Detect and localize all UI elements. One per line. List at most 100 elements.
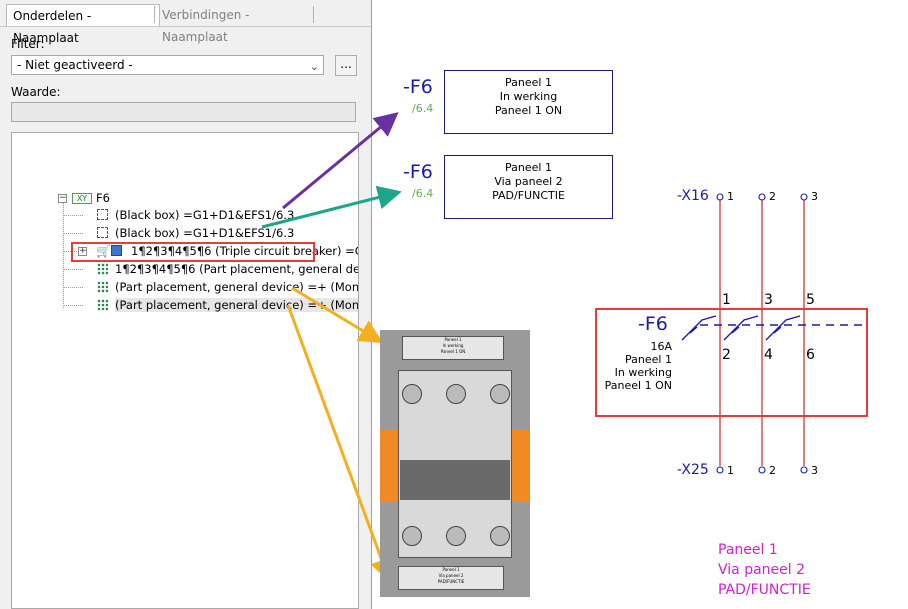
breaker-contact: [723, 315, 759, 341]
terminal-number: 2: [769, 190, 776, 203]
tab-separator: [313, 6, 314, 23]
tree-connector: [63, 215, 83, 216]
tree-connector: [63, 233, 83, 234]
nameplate-line: Paneel 1: [505, 161, 552, 174]
tree-item[interactable]: (Black box) =G1+D1&EFS1/6.3: [115, 208, 295, 222]
breaker-contact: [681, 315, 717, 341]
black-box-icon: [97, 209, 108, 220]
screw-icon: [402, 384, 422, 404]
nameplate-box-2[interactable]: Paneel 1 Via paneel 2 PAD/FUNCTIE: [444, 155, 613, 219]
breaker-terminal: 4: [764, 347, 773, 363]
terminal-strip-tag[interactable]: -X16: [677, 188, 709, 204]
terminal-number: 3: [811, 190, 818, 203]
arrow-yellow: [291, 286, 384, 344]
tree-item-selected[interactable]: 1¶2¶3¶4¶5¶6 (Triple circuit breaker) =G1…: [131, 244, 358, 258]
highlight-box: [595, 308, 868, 417]
breaker-terminal: 1: [722, 292, 731, 308]
nameplate-line: PAD/FUNCTIE: [492, 189, 565, 202]
tree-connector: [63, 287, 83, 288]
terminal-circle: [758, 466, 766, 474]
nameplate-line: Paneel 1 ON: [494, 104, 563, 117]
screw-icon: [446, 384, 466, 404]
function-text-line: PAD/FUNCTIE: [718, 582, 811, 598]
function-text[interactable]: Paneel 1 Via paneel 2 PAD/FUNCTIE: [718, 540, 811, 600]
terminal-circle: [716, 466, 724, 474]
cross-reference[interactable]: /6.4: [412, 102, 434, 115]
filter-dropdown[interactable]: - Niet geactiveerd - ⌄: [11, 55, 324, 75]
part-placement-icon: [97, 281, 108, 293]
arrow-yellow: [286, 304, 394, 583]
breaker-contact: [773, 326, 782, 334]
terminal-circle: [800, 193, 808, 201]
tab-underline: [0, 26, 371, 27]
screw-icon: [402, 526, 422, 546]
screw-icon: [490, 384, 510, 404]
tab-onderdelen-naamplaat[interactable]: Onderdelen - Naamplaat: [6, 4, 160, 45]
chevron-down-icon: ⌄: [309, 60, 319, 73]
arrow-teal: [261, 185, 402, 229]
waarde-label: Waarde:: [11, 85, 61, 99]
terminal-number: 2: [769, 464, 776, 477]
terminal-number: 1: [727, 464, 734, 477]
tree-connector: [63, 251, 83, 252]
nameplate-line: In werking: [499, 90, 558, 103]
tree-item[interactable]: (Black box) =G1+D1&EFS1/6.3: [115, 226, 295, 240]
tab-verbindingen-naamplaat[interactable]: Verbindingen - Naamplaat: [162, 8, 250, 44]
collapse-icon[interactable]: −: [58, 193, 67, 203]
cart-icon: 🛒: [96, 244, 111, 258]
breaker-levers: [400, 460, 510, 500]
function-text-line: Via paneel 2: [718, 562, 806, 578]
tab-separator: [154, 6, 155, 23]
tree-view[interactable]: − XY F6 (Black box) =G1+D1&EFS1/6.3 (Bla…: [11, 132, 359, 609]
expand-icon[interactable]: +: [78, 246, 87, 256]
tree-item[interactable]: 1¶2¶3¶4¶5¶6 (Part placement, general dev…: [115, 262, 358, 276]
photo-label-line: Paneel 1: [442, 567, 460, 572]
device-tag[interactable]: -F6: [403, 161, 433, 183]
terminal-number: 3: [811, 464, 818, 477]
tree-connector: [63, 203, 64, 308]
part-placement-icon: [97, 299, 108, 311]
terminal-circle: [716, 193, 724, 201]
breaker-contact: [689, 326, 698, 334]
breaker-terminal: 3: [764, 292, 773, 308]
breaker-contact: [765, 315, 801, 341]
breaker-properties: 16A Paneel 1 In werking Paneel 1 ON: [600, 340, 672, 392]
terminal-circle: [800, 466, 808, 474]
terminal-number: 1: [727, 190, 734, 203]
breaker-line: In werking: [614, 366, 672, 379]
part-placement-icon: [97, 263, 108, 275]
tree-root-label[interactable]: F6: [96, 191, 110, 205]
nameplate-line: Via paneel 2: [494, 175, 563, 188]
breaker-terminal: 2: [722, 347, 731, 363]
arrow-purple: [282, 112, 399, 210]
function-text-line: Paneel 1: [718, 542, 778, 558]
breaker-line: Paneel 1: [625, 353, 672, 366]
tree-connector: [63, 269, 83, 270]
terminal-strip-tag[interactable]: -X25: [677, 462, 709, 478]
breaker-rating: 16A: [650, 340, 672, 353]
photo-top-nameplate: Paneel 1 In werking Paneel 1 ON: [402, 336, 504, 360]
tree-item[interactable]: (Part placement, general device) =+ (Mon…: [115, 298, 358, 312]
photo-label-line: In werking: [442, 343, 464, 348]
breaker-photo: Paneel 1 In werking Paneel 1 ON Paneel 1…: [380, 330, 530, 597]
device-icon: [111, 245, 122, 256]
cross-reference[interactable]: /6.4: [412, 187, 434, 200]
screw-icon: [490, 526, 510, 546]
highlight-box: [71, 242, 315, 262]
nameplate-box-1[interactable]: Paneel 1 In werking Paneel 1 ON: [444, 70, 613, 134]
photo-label-line: PAD/FUNCTIE: [437, 579, 465, 584]
screw-icon: [446, 526, 466, 546]
filter-more-button[interactable]: ...: [335, 55, 357, 76]
black-box-icon: [97, 227, 108, 238]
photo-bottom-nameplate: Paneel 1 Via paneel 2 PAD/FUNCTIE: [398, 566, 504, 590]
tree-connector: [63, 305, 83, 306]
breaker-terminal: 5: [806, 292, 815, 308]
breaker-contact: [731, 326, 740, 334]
breaker-tag[interactable]: -F6: [638, 313, 668, 335]
device-tag[interactable]: -F6: [403, 76, 433, 98]
filter-value: - Niet geactiveerd -: [17, 58, 133, 72]
photo-label-line: Paneel 1: [444, 337, 462, 342]
photo-label-line: Via paneel 2: [438, 573, 464, 578]
waarde-field[interactable]: [11, 102, 356, 122]
